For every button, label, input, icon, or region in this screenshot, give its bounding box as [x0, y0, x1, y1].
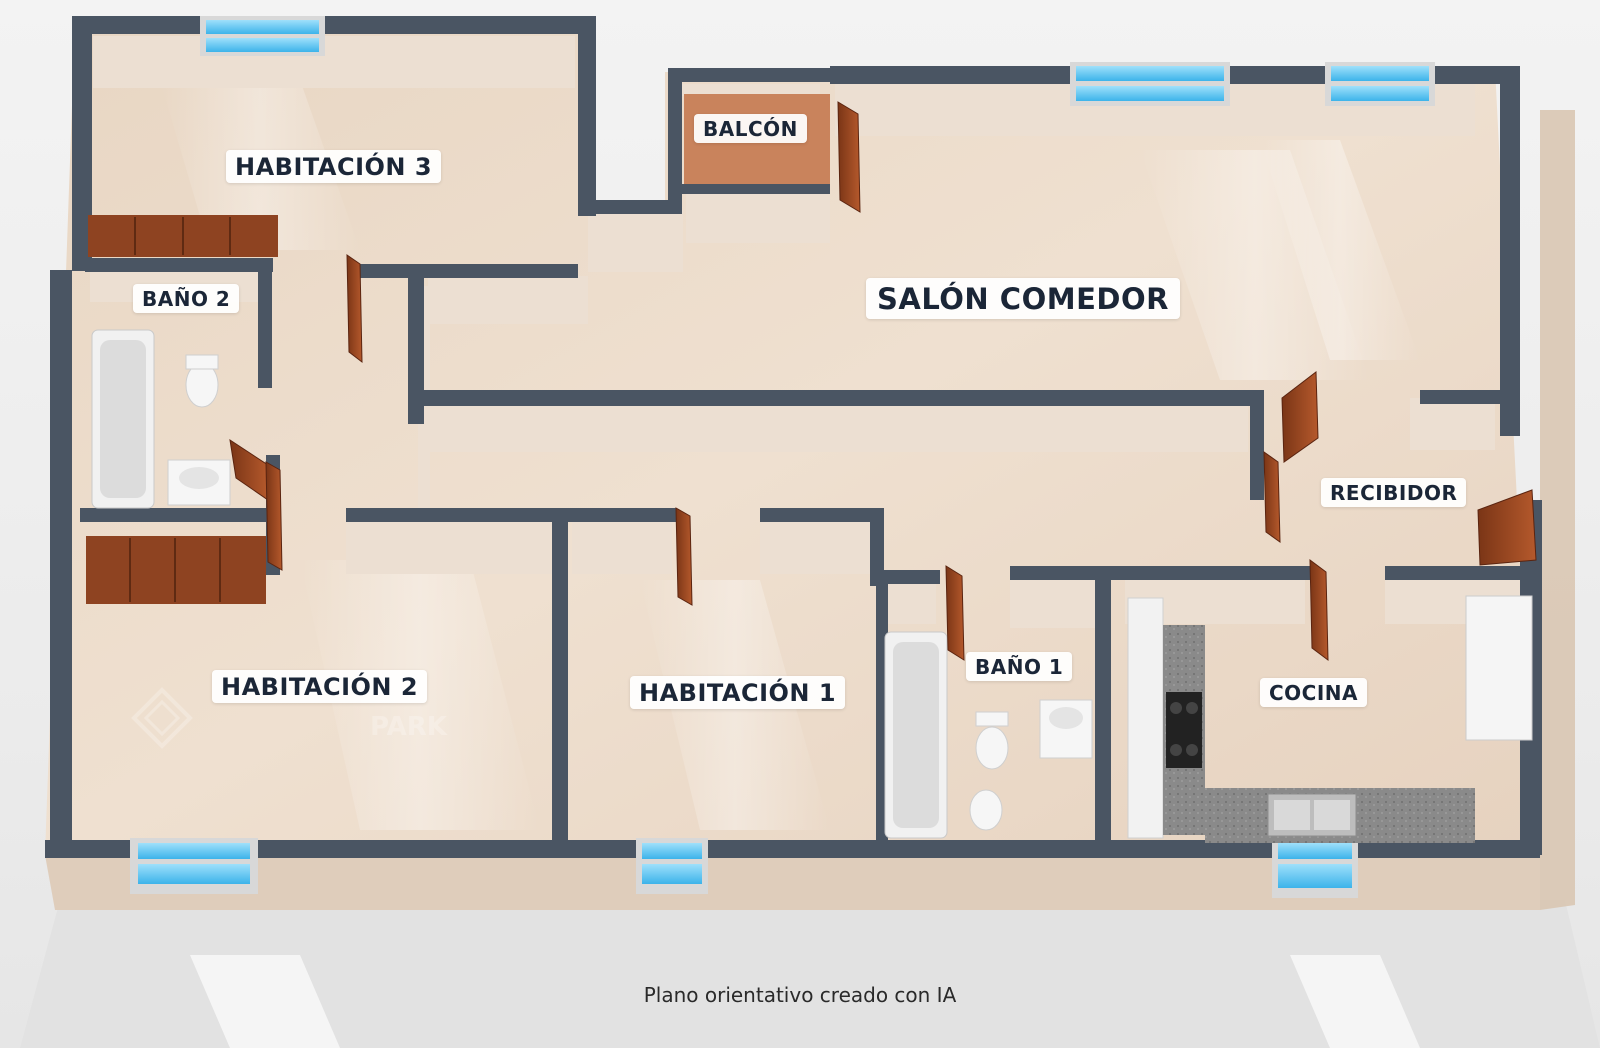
doors: [229, 101, 1537, 662]
fridge: [1465, 595, 1533, 741]
label-habitacion-3: HABITACIÓN 3: [226, 150, 442, 183]
label-salon-comedor: SALÓN COMEDOR: [866, 278, 1180, 319]
cabinets: [86, 215, 278, 604]
window-habitacion-3: [200, 16, 325, 56]
label-habitacion-1: HABITACIÓN 1: [630, 676, 846, 709]
door-cocina: [1309, 558, 1329, 662]
door-entrance: [1477, 489, 1537, 566]
door-salon: [1281, 371, 1319, 463]
windows: [130, 16, 1435, 898]
label-bano-2: BAÑO 2: [133, 284, 240, 313]
cooktop: [1166, 692, 1202, 768]
window-salon-1: [1070, 62, 1230, 106]
wardrobe-habitacion-3: [88, 215, 278, 257]
window-habitacion-1: [636, 838, 708, 894]
door-habitacion-3: [346, 254, 363, 364]
label-cocina: COCINA: [1260, 678, 1368, 707]
window-habitacion-2: [130, 838, 258, 894]
door-balcon: [837, 101, 861, 213]
toilet-1: [975, 726, 1009, 770]
window-salon-2: [1325, 62, 1435, 106]
door-recibidor-left: [1263, 451, 1281, 543]
kitchen-counter-left: [1127, 597, 1164, 839]
window-cocina: [1272, 838, 1358, 898]
bathroom-2-fixtures: [91, 329, 231, 509]
footer-note: Plano orientativo creado con IA: [643, 983, 957, 1007]
kitchen-fixtures: [1127, 595, 1533, 843]
door-habitacion-1: [675, 507, 693, 606]
door-bano-1: [945, 565, 965, 661]
label-habitacion-2: HABITACIÓN 2: [212, 670, 428, 703]
label-recibidor: RECIBIDOR: [1321, 478, 1467, 507]
bathroom-1-fixtures: [884, 631, 1093, 839]
toilet-2: [185, 362, 219, 408]
wardrobe-habitacion-2: [86, 536, 266, 604]
label-balcon: BALCÓN: [694, 114, 807, 143]
watermark-logo: PARK: [131, 687, 448, 749]
label-bano-1: BAÑO 1: [966, 652, 1073, 681]
door-bano-2b: [265, 461, 283, 571]
ground-shadow: [20, 900, 1600, 1048]
bidet-1: [969, 789, 1003, 831]
building-base: [45, 110, 1575, 910]
watermark-text: PARK: [370, 712, 448, 742]
